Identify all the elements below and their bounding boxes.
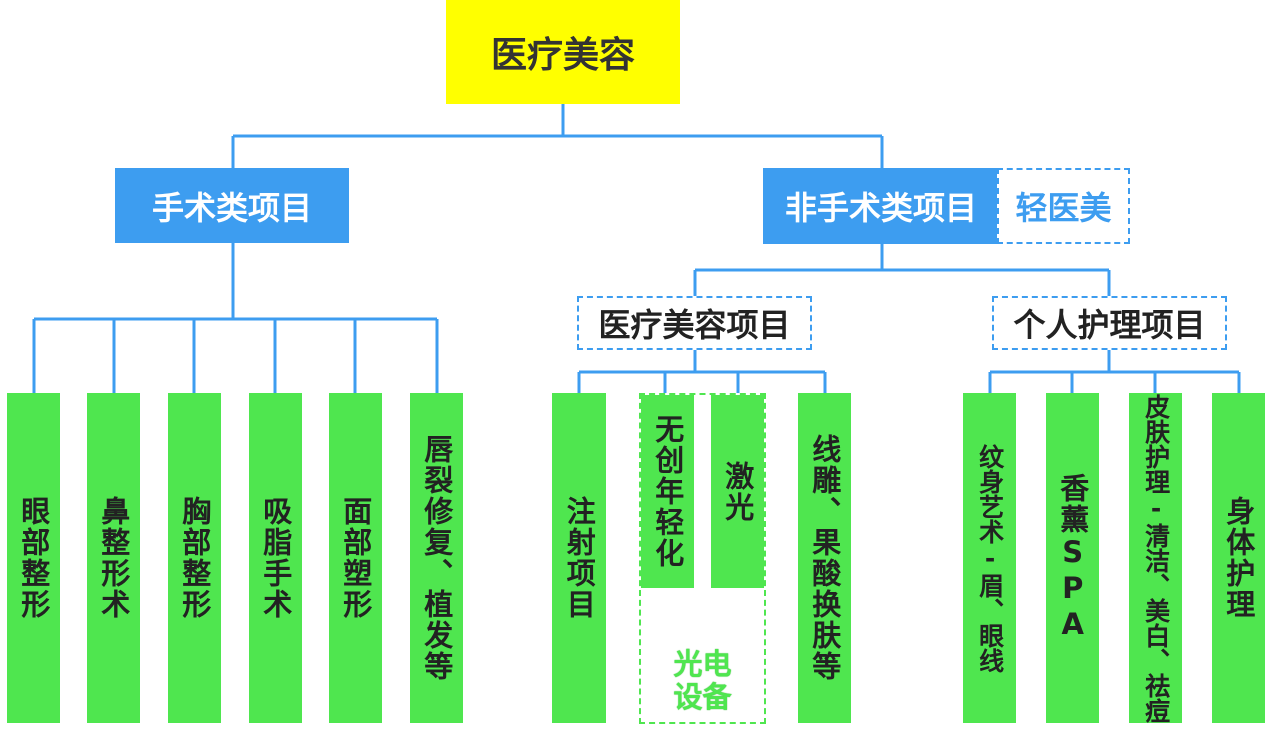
- leaf-personal-4-label: 身体护理: [1221, 496, 1256, 620]
- leaf-surgical-3: 胸部整形: [168, 393, 221, 723]
- leaf-surgical-6: 唇裂修复、植发等: [410, 393, 463, 723]
- leaf-surgical-2: 鼻整形术: [87, 393, 140, 723]
- leaf-personal-3: 皮肤护理-清洁、美白、祛痘: [1129, 393, 1182, 723]
- medical-projects-label: 医疗美容项目: [598, 306, 791, 344]
- leaf-medical-2: 无创年轻化: [641, 395, 694, 588]
- photoelectric-device-label: 光电 设备: [639, 647, 766, 715]
- light-medical-label: 轻医美: [1015, 189, 1112, 227]
- leaf-medical-4-label: 线雕、果酸换肤等: [807, 434, 842, 682]
- root-node: 医疗美容: [446, 0, 680, 104]
- non-surgical-label: 非手术类项目: [784, 189, 977, 227]
- medical-projects-node: 医疗美容项目: [577, 296, 812, 350]
- leaf-surgical-6-label: 唇裂修复、植发等: [419, 434, 454, 682]
- leaf-personal-2: 香薰SPA: [1046, 393, 1099, 723]
- leaf-personal-2-label: 香薰SPA: [1055, 473, 1090, 643]
- leaf-medical-3: 激光: [711, 395, 764, 588]
- leaf-medical-4: 线雕、果酸换肤等: [798, 393, 851, 723]
- leaf-personal-1-label: 纹身艺术-眉、眼线: [975, 443, 1005, 673]
- leaf-surgical-5-label: 面部塑形: [338, 496, 373, 620]
- leaf-surgical-5: 面部塑形: [329, 393, 382, 723]
- personal-care-label: 个人护理项目: [1013, 306, 1206, 344]
- leaf-medical-3-label: 激光: [720, 460, 755, 523]
- personal-care-node: 个人护理项目: [992, 296, 1227, 350]
- leaf-surgical-1-label: 眼部整形: [16, 496, 51, 620]
- leaf-surgical-4-label: 吸脂手术: [258, 496, 293, 620]
- root-label: 医疗美容: [490, 35, 635, 76]
- leaf-medical-2-label: 无创年轻化: [650, 414, 685, 569]
- surgical-category: 手术类项目: [115, 168, 349, 243]
- non-surgical-category: 非手术类项目: [763, 168, 999, 244]
- surgical-label: 手术类项目: [151, 188, 312, 227]
- group-label-line-2: 设备: [673, 680, 732, 715]
- leaf-personal-1: 纹身艺术-眉、眼线: [963, 393, 1016, 723]
- leaf-surgical-2-label: 鼻整形术: [96, 496, 131, 620]
- light-medical-tag: 轻医美: [997, 168, 1130, 244]
- leaf-personal-4: 身体护理: [1212, 393, 1265, 723]
- leaf-surgical-1: 眼部整形: [7, 393, 60, 723]
- leaf-medical-1: 注射项目: [552, 393, 606, 723]
- group-label-line-1: 光电: [673, 647, 732, 681]
- leaf-surgical-4: 吸脂手术: [249, 393, 302, 723]
- leaf-personal-3-label: 皮肤护理-清洁、美白、祛痘: [1141, 393, 1171, 723]
- leaf-medical-1-label: 注射项目: [562, 496, 597, 620]
- leaf-surgical-3-label: 胸部整形: [177, 496, 212, 620]
